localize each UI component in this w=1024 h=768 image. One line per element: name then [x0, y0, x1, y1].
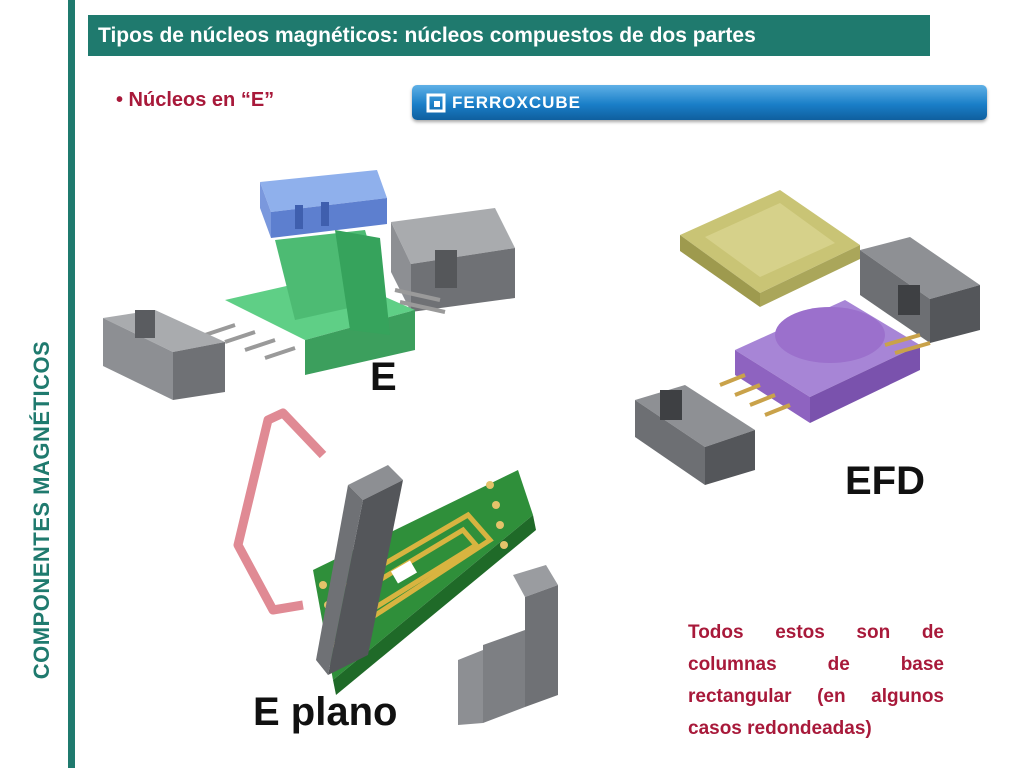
efd-core-bobbin [719, 300, 931, 423]
efd-core-illustration [635, 190, 980, 485]
efd-core-right-half [860, 237, 980, 343]
side-accent-bar [68, 0, 75, 768]
efd-core-left-half [635, 385, 755, 485]
logo-text: FERROXCUBE [452, 93, 582, 112]
planar-e-core-illustration [233, 408, 558, 725]
note-text: Todos estos son de columnas de base rect… [688, 622, 944, 739]
e-core-bobbin [204, 230, 446, 375]
e-core-label: E [370, 355, 397, 399]
bullet-text: • Núcleos en “E” [116, 89, 275, 111]
planar-e-core-label: E plano [253, 690, 398, 734]
ferroxcube-logo: FERROXCUBE [412, 85, 987, 120]
page-title: Tipos de núcleos magnéticos: núcleos com… [98, 23, 756, 47]
e-core-left-half [103, 310, 225, 400]
planar-core-lower [458, 565, 558, 725]
efd-core-label: EFD [845, 459, 925, 503]
efd-core-clip [680, 190, 860, 307]
e-core-right-half [391, 208, 515, 312]
planar-core-upper [316, 465, 403, 675]
ferroxcube-cube-icon [426, 93, 446, 113]
e-core-illustration [103, 170, 515, 400]
side-title: COMPONENTES MAGNÉTICOS [29, 340, 54, 680]
planar-clip [233, 408, 327, 615]
title-banner: Tipos de núcleos magnéticos: núcleos com… [88, 15, 930, 56]
e-core-clip [260, 170, 387, 238]
